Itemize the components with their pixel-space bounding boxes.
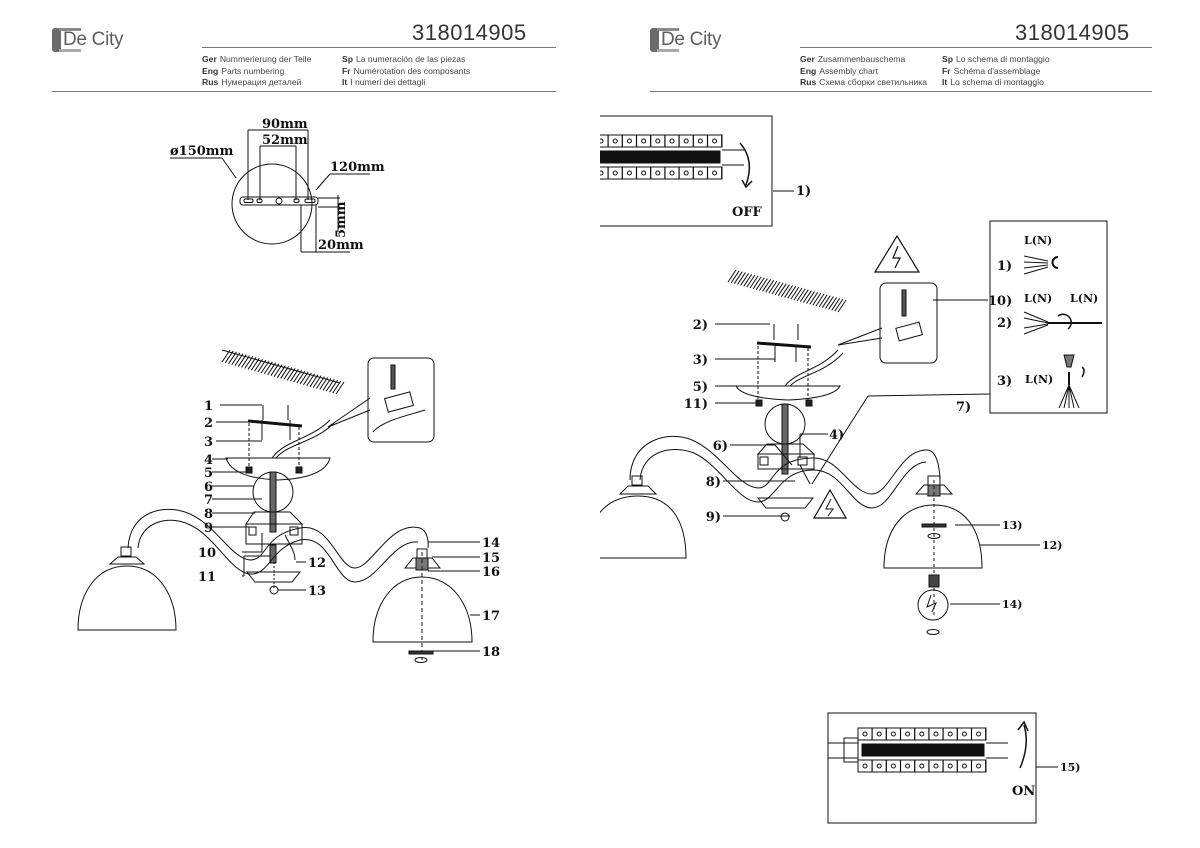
light-bulb-icon	[917, 589, 949, 621]
step-3-label: 3)	[693, 353, 708, 368]
wire-method-3-num: 3)	[997, 374, 1012, 389]
dim-20mm: 20mm	[318, 238, 364, 253]
header-rule	[202, 47, 556, 48]
part-label-11: 11	[198, 570, 216, 585]
step-15-label: 15)	[1060, 761, 1081, 774]
part-label-14: 14	[482, 536, 500, 551]
wire-method-2-num: 2)	[997, 316, 1012, 331]
dim-52mm: 52mm	[262, 133, 308, 148]
step-5-label: 5)	[693, 380, 708, 395]
part-label-12: 12	[308, 556, 326, 571]
step-8-label: 8)	[706, 475, 721, 490]
dim-5mm: 5mm	[334, 201, 349, 238]
high-voltage-warning-icon	[812, 488, 848, 519]
part-label-13: 13	[308, 584, 326, 599]
step-2-label: 2)	[693, 318, 708, 333]
step-11-label: 11)	[684, 397, 708, 412]
part-label-6: 6	[204, 480, 213, 495]
part-label-5: 5	[204, 466, 213, 481]
breaker-off-panel	[600, 115, 794, 227]
part-label-4: 4	[204, 453, 213, 468]
wire-method-1-wire: L(N)	[1024, 234, 1052, 247]
part-label-16: 16	[482, 565, 500, 580]
step-14-label: 14)	[1002, 598, 1023, 611]
dim-90mm: 90mm	[262, 117, 308, 132]
left-shade	[77, 565, 177, 631]
wire-method-1-num: 1)	[997, 259, 1012, 274]
dim-diameter: ø150mm	[170, 144, 234, 159]
step-10-label: 10)	[988, 294, 1012, 309]
plate-circle	[231, 163, 313, 245]
wire-method-2-wire-a: L(N)	[1024, 292, 1052, 305]
part-label-7: 7	[204, 493, 213, 508]
part-label-1: 1	[204, 399, 213, 414]
product-code: 318014905	[412, 20, 527, 45]
step-12-label: 12)	[1042, 539, 1063, 552]
canopy	[225, 457, 331, 481]
logo-text: De City	[661, 29, 722, 50]
part-label-15: 15	[482, 551, 500, 566]
wiring-inset	[367, 357, 435, 443]
part-label-10: 10	[198, 546, 216, 561]
step-7-label: 7)	[956, 400, 971, 415]
header-bottom-rule	[52, 91, 556, 92]
high-voltage-warning-icon	[873, 234, 921, 273]
decity-logo: De City	[52, 28, 124, 52]
header-bottom-rule	[650, 91, 1152, 92]
part-label-17: 17	[482, 609, 500, 624]
dim-120mm: 120mm	[330, 160, 385, 175]
logo-text: De City	[63, 29, 124, 50]
wire-method-2-wire-b: L(N)	[1070, 292, 1098, 305]
product-code: 318014905	[1015, 20, 1130, 45]
header-rule	[800, 47, 1152, 48]
step-1-label: 1)	[796, 184, 811, 199]
part-label-3: 3	[204, 435, 213, 450]
part-label-8: 8	[204, 507, 213, 522]
part-label-2: 2	[204, 416, 213, 431]
wire-method-3-wire: L(N)	[1025, 373, 1053, 386]
mounting-plate-drawing	[170, 129, 370, 253]
on-state-label: ON	[1012, 784, 1035, 799]
wire-connection-panel: L(N) 1) L(N) L(N) 2) L(N) 3)	[989, 220, 1108, 414]
step-6-label: 6)	[713, 439, 728, 454]
parts-diagram: 90mm 52mm ø150mm 120mm 5mm 20mm	[77, 117, 500, 663]
logo-mark-icon	[650, 28, 679, 52]
logo-mark-icon	[52, 28, 81, 52]
assembly-diagram: OFF 1) 10)	[600, 115, 1108, 824]
step-9-label: 9)	[706, 510, 721, 525]
wiring-inset	[879, 282, 938, 364]
off-state-label: OFF	[732, 205, 763, 220]
step-13-label: 13)	[1002, 519, 1023, 532]
part-labels: 1 2 3 4 5 6 7 8 9 10 11 12 13 14 15 16 1…	[198, 399, 500, 660]
part-label-18: 18	[482, 645, 500, 660]
leader-lines	[212, 404, 480, 652]
step-4-label: 4)	[829, 428, 844, 443]
mounting-bar	[239, 196, 319, 206]
breaker-on-panel	[827, 712, 1058, 824]
decity-logo: De City	[650, 28, 722, 52]
right-shade	[372, 576, 473, 643]
part-label-9: 9	[204, 521, 213, 536]
